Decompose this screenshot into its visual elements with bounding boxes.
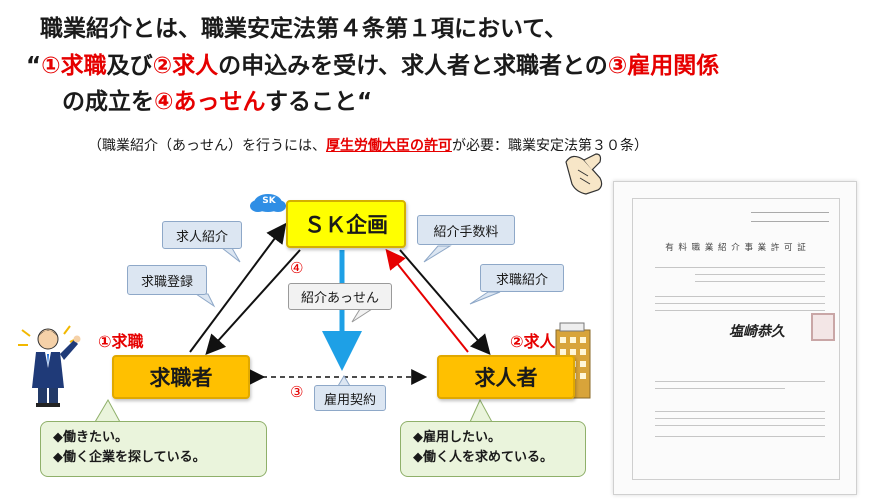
- bubble-seeker-line-1: ◆働きたい。: [53, 430, 128, 445]
- callout-tail-mediation: [351, 308, 374, 323]
- certificate-table-lines: [655, 375, 825, 443]
- callout-fee-text: 紹介手数料: [433, 224, 499, 240]
- node-employer-label: 求人者: [474, 366, 538, 390]
- note-text-a: （職業紹介（あっせん）を行うには、: [88, 138, 326, 154]
- bubble-tail-employer: [469, 398, 493, 423]
- label-num-4: ④: [290, 259, 304, 277]
- bubble-employer-needs: ◆雇用したい。 ◆働く人を求めている。: [400, 421, 586, 477]
- certificate-body-lines: [655, 261, 825, 317]
- callout-register-text: 求職登録: [140, 274, 193, 290]
- note-license-link: 厚生労働大臣の許可: [326, 138, 452, 154]
- node-seeker-label: 求職者: [149, 366, 213, 390]
- node-employer: 求人者: [437, 355, 575, 399]
- heading-text-1: 職業紹介とは、職業安定法第４条第１項において、: [40, 16, 568, 42]
- label-job-seeking: ①求職: [98, 332, 144, 351]
- bubble-seeker-needs: ◆働きたい。 ◆働く企業を探している。: [40, 421, 267, 477]
- heading-text-3a: の成立を: [62, 89, 154, 115]
- bubble-employer-line-1: ◆雇用したい。: [413, 430, 501, 445]
- open-quote: “: [26, 53, 42, 79]
- heading-term-offer: ②求人: [152, 53, 219, 79]
- callout-contract-text: 雇用契約: [323, 392, 376, 408]
- node-job-seeker: 求職者: [112, 355, 250, 399]
- heading-text-3c: すること“: [265, 89, 373, 115]
- callout-fee: 紹介手数料: [417, 215, 515, 245]
- heading-line-2: “①求職及び②求人の申込みを受け、求人者と求職者との③雇用関係: [26, 51, 719, 81]
- callout-tail-intro: [220, 247, 241, 263]
- node-sk-planning: ＳＫ企画: [286, 200, 406, 248]
- heading-line-3: の成立を④あっせんすること“: [62, 87, 372, 117]
- cloud-logo-text: SK: [262, 196, 276, 206]
- arrow-register: [189, 222, 287, 353]
- callout-job-intro: 求人紹介: [162, 221, 242, 249]
- callout-tail-register: [194, 293, 216, 308]
- node-sk-label: ＳＫ企画: [304, 213, 388, 237]
- callout-tail-employer-intro: [469, 291, 501, 305]
- cloud-logo-icon: [250, 194, 286, 212]
- callout-job-intro-text: 求人紹介: [175, 229, 228, 245]
- heading-term-employment: ③雇用関係: [607, 53, 720, 79]
- callout-tail-fee: [423, 245, 452, 263]
- label-job-offer: ②求人: [510, 332, 556, 351]
- businessman-icon: [18, 325, 81, 407]
- pointing-hand-icon: [565, 153, 603, 195]
- certificate-frame: 有 料 職 業 紹 介 事 業 許 可 証 塩崎恭久: [632, 198, 840, 480]
- heading-text-2b: 及び: [106, 53, 153, 79]
- arrow-fee: [385, 248, 469, 353]
- bubble-seeker-line-2: ◆働く企業を探している。: [53, 450, 206, 465]
- arrow-seeker-intro: [399, 249, 491, 356]
- license-certificate-image: 有 料 職 業 紹 介 事 業 許 可 証 塩崎恭久: [613, 181, 857, 495]
- arrow-job-intro: [205, 249, 301, 355]
- certificate-number-block: [751, 207, 829, 229]
- certificate-signature: 塩崎恭久: [729, 324, 785, 340]
- license-note: （職業紹介（あっせん）を行うには、厚生労働大臣の許可が必要：職業安定法第３０条）: [88, 135, 648, 155]
- callout-mediation: 紹介あっせん: [288, 283, 392, 310]
- callout-seeker-intro-text: 求職紹介: [495, 272, 548, 288]
- heading-line-1: 職業紹介とは、職業安定法第４条第１項において、: [40, 14, 567, 44]
- heading-term-mediation: ④あっせん: [154, 89, 266, 115]
- certificate-title: 有 料 職 業 紹 介 事 業 許 可 証: [665, 243, 807, 253]
- bubble-tail-seeker: [94, 398, 121, 423]
- certificate-seal-icon: [811, 313, 835, 341]
- callout-contract: 雇用契約: [314, 385, 386, 411]
- bubble-employer-line-2: ◆働く人を求めている。: [413, 450, 553, 465]
- callout-seeker-intro: 求職紹介: [480, 264, 564, 292]
- callout-mediation-text: 紹介あっせん: [300, 291, 379, 306]
- label-num-3: ③: [290, 383, 304, 401]
- heading-text-2d: の申込みを受け、求人者と求職者との: [218, 53, 608, 79]
- heading-term-seeking: ①求職: [41, 53, 107, 79]
- callout-register: 求職登録: [127, 265, 207, 295]
- note-text-c: が必要：職業安定法第３０条）: [452, 138, 648, 154]
